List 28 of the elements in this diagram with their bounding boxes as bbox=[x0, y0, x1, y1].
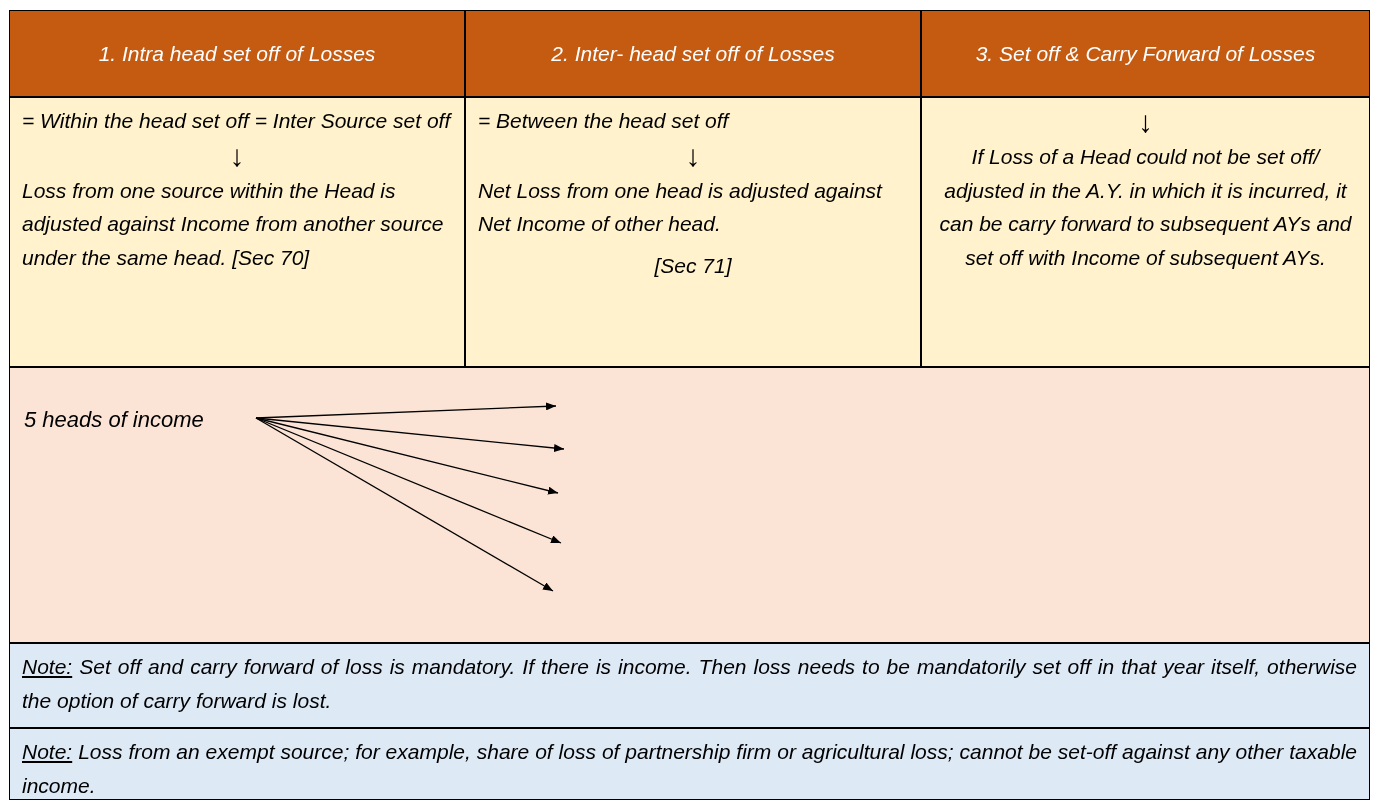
diagram-panel bbox=[9, 367, 1370, 643]
source-label: 5 heads of income bbox=[24, 402, 256, 434]
header-text: 2. Inter- head set off of Losses bbox=[551, 40, 835, 67]
note-cell bbox=[9, 728, 1370, 800]
table-cell bbox=[9, 97, 465, 367]
note-cell bbox=[9, 643, 1370, 728]
arrow bbox=[255, 417, 562, 544]
header-cell bbox=[465, 10, 921, 97]
arrow bbox=[255, 417, 565, 452]
down-arrow-symbol: ↓ bbox=[1137, 104, 1154, 140]
down-arrow-symbol: ↓ bbox=[228, 137, 246, 174]
cell-text: = Within the head set off = Inter Source set off bbox=[22, 108, 452, 134]
arrow bbox=[255, 402, 557, 419]
cell-text: [Sec 71] bbox=[653, 252, 733, 279]
cell-text: = Between the head set off bbox=[478, 108, 731, 134]
cell-text: If Loss of a Head could not be set off/ adjusted in the A.Y. in which it is incurred, it can be carry forward to subsequent AYs and set off with Income of subsequent AYs. bbox=[938, 144, 1353, 271]
cell-text: Loss from one source within the Head is adjusted against Income from another source under the same head. [Sec 70] bbox=[22, 177, 445, 271]
table-cell bbox=[465, 97, 921, 367]
header-cell bbox=[9, 10, 465, 97]
note-text: Note: Loss from an exempt source; for example, share of loss of partnership firm or agricultural loss; cannot be set-off against any other taxable income. bbox=[22, 739, 1357, 799]
table-cell bbox=[921, 97, 1370, 367]
arrow bbox=[255, 417, 554, 592]
note-text: Note: Set off and carry forward of loss is mandatory. If there is income. Then loss needs to be mandatorily set off in that year itself, otherwise the option of carry forward is lost. bbox=[22, 654, 1357, 714]
header-cell bbox=[921, 10, 1370, 97]
cell-text: Net Loss from one head is adjusted against Net Income of other head. bbox=[478, 177, 884, 238]
header-text: 1. Intra head set off of Losses bbox=[98, 40, 376, 67]
header-text: 3. Set off & Carry Forward of Losses bbox=[975, 40, 1316, 67]
down-arrow-symbol: ↓ bbox=[684, 137, 702, 174]
